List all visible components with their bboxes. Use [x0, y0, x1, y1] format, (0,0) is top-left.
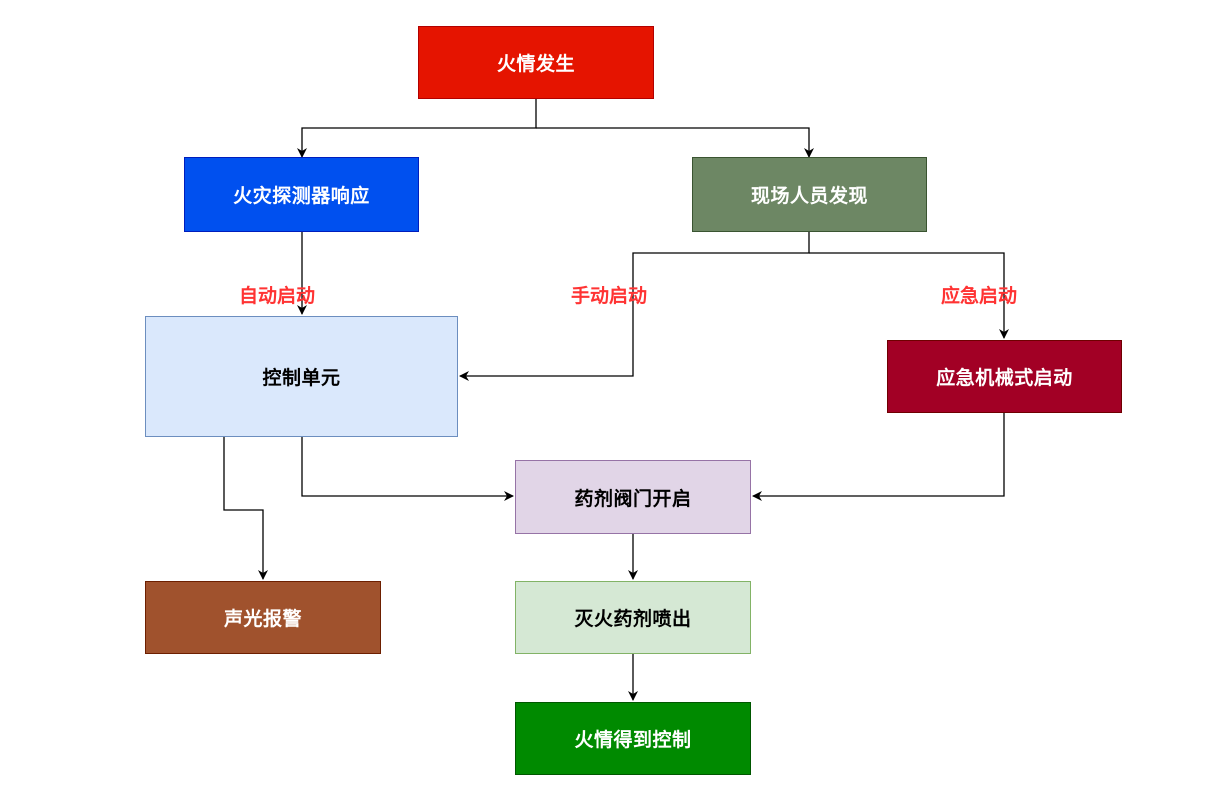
node-alarm: 声光报警	[145, 581, 381, 654]
node-control-label: 控制单元	[262, 367, 341, 389]
node-valve-label: 药剂阀门开启	[574, 487, 692, 510]
node-spray-label: 灭火药剂喷出	[574, 608, 692, 630]
edge-personnel-to-control	[459, 232, 810, 381]
node-controlled: 火情得到控制	[515, 702, 751, 775]
edge-personnel-to-emergency	[809, 252, 1009, 339]
edge-fire-to-detector	[297, 99, 537, 158]
node-fire-label: 火情发生	[496, 53, 575, 75]
node-detector: 火灾探测器响应	[184, 157, 419, 232]
node-alarm-label: 声光报警	[223, 608, 302, 630]
node-controlled-label: 火情得到控制	[574, 729, 692, 751]
node-spray: 灭火药剂喷出	[515, 581, 751, 654]
edge-control-to-alarm	[223, 437, 268, 580]
edge-control-to-valve	[301, 437, 514, 501]
node-valve: 药剂阀门开启	[515, 460, 751, 534]
node-control: 控制单元	[145, 316, 458, 437]
node-fire: 火情发生	[418, 26, 654, 99]
node-personnel-label: 现场人员发现	[750, 185, 868, 207]
edge-label-manual: 手动启动	[571, 285, 648, 307]
node-emergency-mech-label: 应急机械式启动	[936, 367, 1073, 389]
node-emergency-mech: 应急机械式启动	[887, 340, 1122, 413]
edge-emergency-to-valve	[752, 413, 1005, 501]
edge-label-emergency: 应急启动	[941, 285, 1018, 307]
edge-fire-to-personnel	[536, 127, 814, 158]
node-personnel: 现场人员发现	[692, 157, 927, 232]
edge-label-auto: 自动启动	[239, 285, 316, 307]
node-detector-label: 火灾探测器响应	[233, 185, 370, 207]
